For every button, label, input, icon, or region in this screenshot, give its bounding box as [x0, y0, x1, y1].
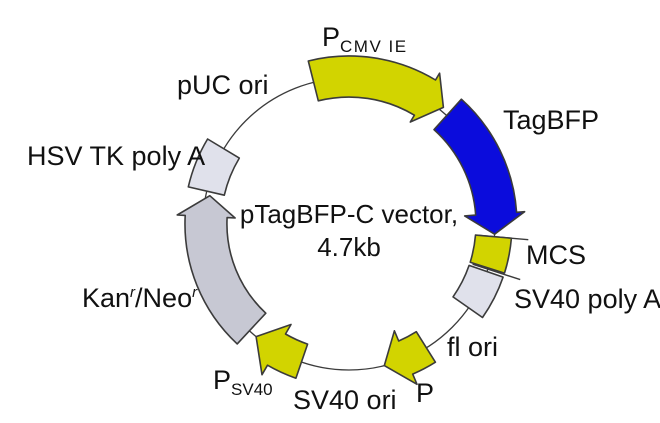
- vector-size-label: 4.7kb: [317, 232, 381, 262]
- sv40-ori-label: SV40 ori: [293, 385, 397, 415]
- hsv-tk-polya-label: HSV TK poly A: [27, 141, 205, 171]
- mcs-tick-lower: [472, 263, 521, 281]
- kan-neo-label: Kanr/Neor: [82, 283, 198, 313]
- psv40-promoter-arrow: [255, 323, 309, 379]
- p-fl-label: P: [416, 378, 434, 408]
- puc-ori-label: pUC ori: [177, 70, 269, 100]
- vector-name-label: pTagBFP-C vector,: [240, 199, 458, 229]
- psv40-label: PSV40: [213, 365, 273, 399]
- sv40-polya-block: [452, 264, 504, 319]
- tagbfp-label: TagBFP: [503, 105, 599, 135]
- mcs-block: [469, 234, 513, 274]
- pcmvie-label: PCMV IE: [322, 22, 408, 56]
- p-fl-promoter-arrow: [383, 330, 437, 386]
- tagbfp-gene-arrow: [433, 98, 526, 235]
- sv40-polya-label: SV40 poly A: [514, 284, 660, 314]
- hsv-tk-polya-block: [187, 138, 241, 196]
- mcs-label: MCS: [526, 240, 586, 270]
- kan-neo-gene-arrow: [176, 194, 267, 345]
- pcmvie-promoter-arrow: [307, 55, 445, 123]
- fl-ori-label: fl ori: [447, 332, 498, 362]
